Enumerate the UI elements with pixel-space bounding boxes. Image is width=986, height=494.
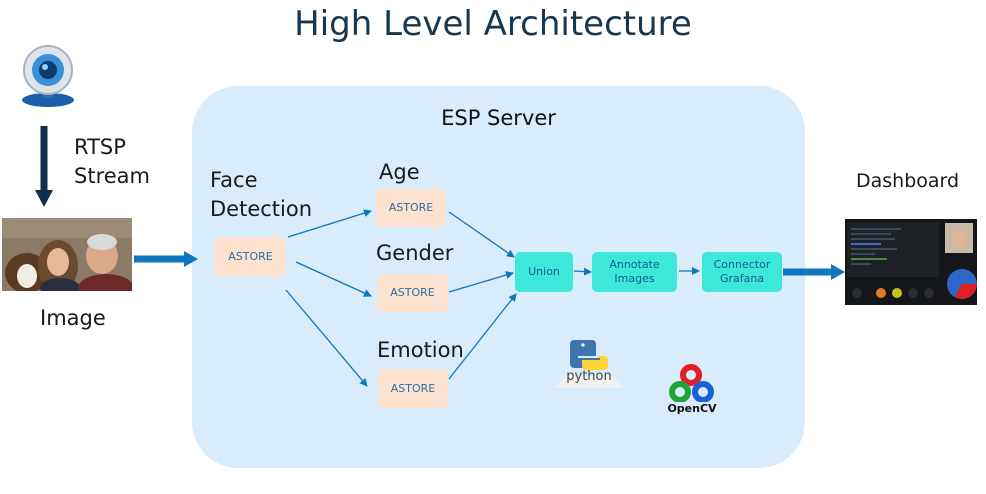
union-box[interactable]: Union — [515, 252, 573, 292]
gender-astore-box[interactable]: ASTORE — [377, 274, 448, 312]
union-to-annotate-line — [573, 267, 592, 276]
gender-to-union-line — [448, 271, 514, 293]
age-to-union-line — [448, 211, 515, 258]
connector-grafana-box[interactable]: Connector Grafana — [702, 252, 782, 292]
connector-line1: Connector — [713, 258, 771, 271]
age-astore-box[interactable]: ASTORE — [376, 189, 446, 227]
rtsp-label-line2: Stream — [74, 164, 150, 188]
esp-server-label: ESP Server — [441, 106, 556, 130]
webcam-icon — [22, 45, 74, 107]
emotion-astore-box[interactable]: ASTORE — [378, 369, 448, 408]
dashboard-thumbnail — [845, 219, 977, 305]
annotate-line2: Images — [614, 272, 655, 285]
input-image — [2, 218, 132, 291]
age-label: Age — [379, 160, 420, 184]
annotate-line1: Annotate — [609, 258, 660, 271]
annotate-images-box[interactable]: Annotate Images — [592, 252, 677, 292]
rtsp-label-line1: RTSP — [74, 135, 126, 159]
python-logo: python — [554, 338, 624, 390]
opencv-logo-text: OpenCV — [667, 402, 717, 415]
face-to-gender-line — [295, 261, 372, 297]
face-astore-box[interactable]: ASTORE — [215, 237, 286, 276]
face-label-line1: Face — [210, 168, 258, 192]
opencv-logo: OpenCV — [664, 362, 720, 418]
emotion-label: Emotion — [377, 338, 464, 362]
gender-label: Gender — [376, 241, 454, 265]
dashboard-label: Dashboard — [856, 170, 960, 192]
python-logo-text: python — [566, 369, 612, 384]
image-label: Image — [40, 306, 106, 330]
face-to-age-line — [287, 209, 372, 238]
face-to-emotion-line — [285, 289, 368, 387]
face-label-line2: Detection — [210, 197, 313, 221]
emotion-to-union-line — [448, 293, 517, 380]
connector-line2: Grafana — [719, 272, 765, 285]
page-title: High Level Architecture — [294, 4, 692, 44]
